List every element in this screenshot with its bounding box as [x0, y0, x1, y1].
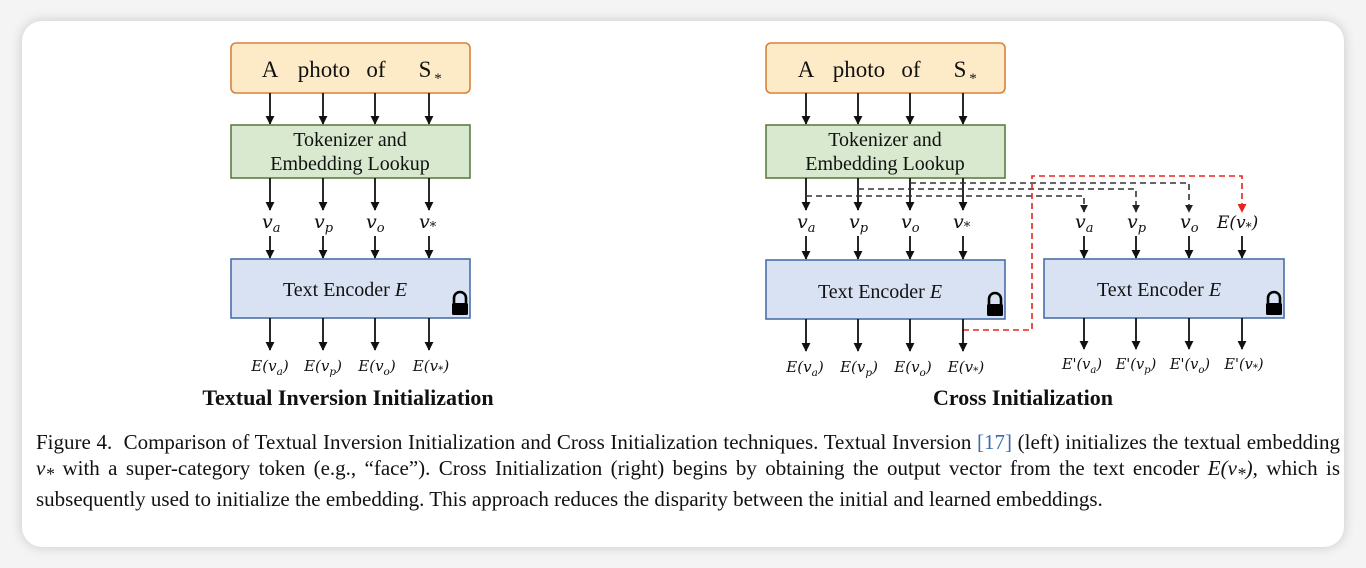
caption-text-1: Comparison of Textual Inversion Initiali… [123, 430, 977, 454]
caption-label: Figure 4. [36, 430, 113, 454]
right-embedding-va: va [797, 211, 816, 236]
left-embedding-vp: vp [314, 211, 334, 236]
right-input-word-photo: photo [833, 57, 885, 82]
citation-link[interactable]: [17] [977, 430, 1012, 454]
left-encoder-box [230, 258, 471, 319]
caption-text-2: (left) initializes the textual embedding [1012, 430, 1341, 454]
left-embedding-labels: va vp vo v* [262, 211, 437, 236]
left-input-word-photo: photo [298, 57, 350, 82]
figure-caption: Figure 4. Comparison of Textual Inversio… [36, 430, 1340, 513]
right-embedding-vstar: v* [953, 211, 971, 235]
caption-text-3: with a super-category token (e.g., “face… [54, 455, 1208, 480]
left-embedding-arrows [265, 236, 434, 259]
left-output-label: E(vp) [303, 357, 342, 378]
left-embedding-vstar: v* [419, 211, 437, 235]
right-input-word-s: S [954, 57, 967, 82]
figure-diagram: A photo of S * Tokenizer and Embedding L… [202, 42, 1285, 410]
caption-text-4: , which is subsequently used to initiali… [36, 455, 1340, 512]
left-output-labels: E(va) E(vp) E(vo) E(v*) [250, 357, 449, 378]
right-embedding-labels: va vp vo v* [797, 211, 971, 236]
left-tokenizer-line2: Embedding Lookup [270, 153, 429, 175]
left-output-label: E(vo) [357, 357, 396, 378]
right-input-word-s-sub: * [969, 71, 977, 87]
second-embedding-vo: vo [1180, 211, 1199, 236]
second-embedding-va: va [1075, 211, 1094, 236]
caption-math-v-star: v* [36, 455, 55, 484]
right-tokenizer-box [765, 124, 1006, 179]
right-panel-title: Cross Initialization [933, 385, 1113, 410]
right-output-label: E(vo) [893, 358, 932, 379]
second-embedding-evstar: E(v*) [1216, 213, 1258, 234]
right-encoder-box [765, 259, 1006, 320]
second-output-label: E'(vp) [1115, 357, 1157, 376]
right-input-box [765, 42, 1006, 94]
right-tokenizer-line2: Embedding Lookup [805, 153, 964, 175]
second-output-label: E'(vo) [1169, 357, 1210, 376]
caption-math-e-v-star: E(v*) [1207, 455, 1253, 484]
left-input-word-s-sub: * [434, 71, 442, 87]
left-encoder-label: Text Encoder E [283, 279, 407, 301]
left-output-label: E(va) [250, 357, 289, 378]
left-input-word-of: of [366, 57, 386, 82]
second-output-label: E'(va) [1061, 357, 1102, 376]
left-input-word-s: S [419, 57, 432, 82]
right-encoder-label: Text Encoder E [818, 281, 942, 303]
left-tokenizer-arrows [265, 178, 434, 211]
left-tokenizer-box [230, 124, 471, 179]
left-output-label: E(v*) [412, 357, 450, 376]
left-input-word-a: A [262, 57, 279, 82]
second-encoder-arrows [1079, 318, 1247, 350]
left-encoder-arrows [265, 318, 434, 351]
cross-init-arrow [963, 175, 1247, 331]
second-encoder-box [1043, 258, 1285, 319]
right-panel: A photo of S * Tokenizer and Embedding L… [765, 42, 1285, 410]
right-output-label: E(va) [785, 358, 824, 379]
copy-arrow-vp [858, 188, 1140, 213]
second-output-label: E'(v*) [1223, 357, 1263, 374]
right-input-arrows [801, 93, 968, 125]
right-input-word-a: A [798, 57, 815, 82]
left-panel-title: Textual Inversion Initialization [202, 385, 493, 410]
left-panel: A photo of S * Tokenizer and Embedding L… [202, 42, 494, 410]
left-input-box [230, 42, 471, 94]
second-embedding-vp: vp [1127, 211, 1147, 236]
right-embedding-vp: vp [849, 211, 869, 236]
left-input-arrows [265, 93, 434, 125]
left-tokenizer-line1: Tokenizer and [293, 129, 407, 151]
second-embedding-labels: va vp vo E(v*) [1075, 211, 1258, 236]
second-encoder-label: Text Encoder E [1097, 279, 1221, 301]
right-output-labels: E(va) E(vp) E(vo) E(v*) [785, 358, 984, 379]
right-tokenizer-line1: Tokenizer and [828, 129, 942, 151]
copy-arrow-va [806, 195, 1088, 213]
copy-dashed-arrows [806, 182, 1193, 213]
right-encoder-arrows [801, 319, 968, 352]
copy-arrow-vo [910, 182, 1193, 213]
left-embedding-vo: vo [366, 211, 385, 236]
second-embedding-arrows [1079, 236, 1247, 259]
right-embedding-arrows [801, 236, 968, 260]
left-embedding-va: va [262, 211, 281, 236]
right-embedding-vo: vo [901, 211, 920, 236]
right-input-word-of: of [901, 57, 921, 82]
second-output-labels: E'(va) E'(vp) E'(vo) E'(v*) [1061, 357, 1264, 376]
right-output-label: E(v*) [947, 358, 985, 377]
right-tokenizer-arrows [801, 178, 968, 211]
right-output-label: E(vp) [839, 358, 878, 379]
